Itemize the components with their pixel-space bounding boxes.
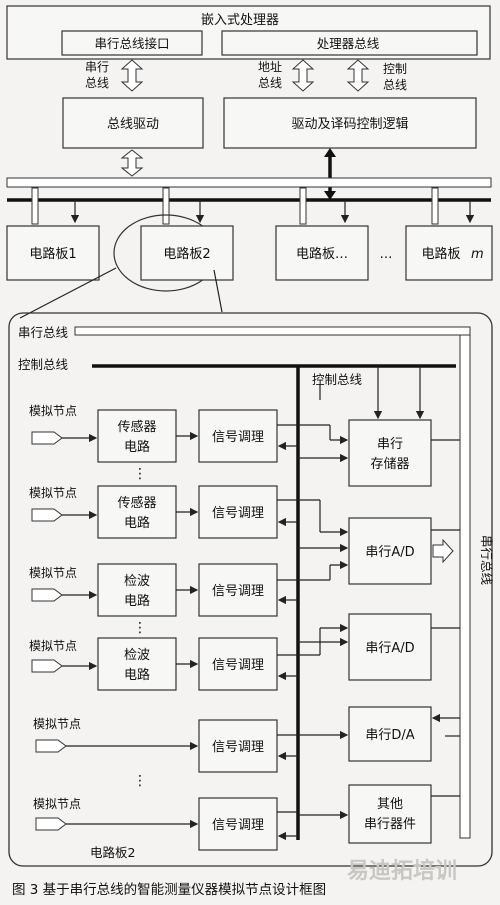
detect-circuit-2 [97, 637, 177, 691]
board-3 [275, 225, 369, 281]
signal-cond-6 [198, 797, 278, 851]
serial-bus-vertical-label: 串行总线 [479, 535, 494, 586]
signal-cond-5 [198, 719, 278, 773]
detect-2-label-1: 检波 [124, 648, 150, 663]
label-control-1: 控制 [383, 62, 407, 76]
processor-bus-label: 处理器总线 [317, 36, 380, 51]
analog-node-6: 模拟节点 [33, 797, 81, 811]
top-double-arrows [120, 59, 370, 92]
sensor-1-label-2: 电路 [124, 439, 150, 455]
watermark: 易迪拓培训 [347, 858, 457, 884]
detail-serial-bus-band [74, 326, 471, 336]
board-m [405, 225, 493, 281]
figure-caption: 图 3 基于串行总线的智能测量仪器模拟节点设计框图 [12, 881, 326, 898]
analog-node-1: 模拟节点 [29, 404, 77, 418]
board-connections [31, 187, 475, 225]
analog-node-2: 模拟节点 [29, 486, 77, 500]
serial-bus-vertical-text: 串行总线 [479, 535, 494, 586]
analog-node-6-pin [35, 817, 67, 831]
bus-driver-label: 总线驱动 [107, 117, 159, 132]
boards-ellipsis: … [380, 247, 393, 262]
analog-node-2-pin [31, 508, 63, 522]
analog-node-3-pin [31, 588, 63, 602]
board-1-label: 电路板1 [29, 246, 76, 262]
signal-cond-1 [198, 409, 278, 463]
serial-ad-label-2: 串行A/D [365, 641, 414, 656]
detail-board-label: 电路板2 [90, 845, 135, 860]
serial-interface-label: 串行总线接口 [94, 36, 169, 51]
sensor-circuit-1 [97, 409, 177, 463]
signal-cond-3 [198, 563, 278, 617]
decoder-block [223, 97, 477, 149]
analog-node-4-pin [31, 659, 63, 673]
signal-cond-4-label: 信号调理 [212, 658, 264, 673]
serial-da-block [348, 706, 432, 762]
dots-3: ⋮ [133, 773, 147, 789]
signal-outputs [277, 424, 349, 841]
label-serial-1: 串行 [85, 60, 109, 74]
board-2-label: 电路板2 [163, 246, 210, 262]
signal-cond-3-label: 信号调理 [212, 584, 264, 599]
serial-ad-block-1 [348, 517, 432, 585]
analog-node-3: 模拟节点 [29, 566, 77, 580]
detail-control-bus-inner-label: 控制总线 [312, 372, 363, 387]
top-serial-bus-band [6, 177, 492, 188]
serial-memory-label-2: 存储器 [370, 457, 409, 472]
detail-board-frame [8, 312, 493, 867]
board-m-prefix: 电路板 [421, 246, 460, 262]
left-rows: 模拟节点 传感器 电路 信号调理 ⋮ 模拟节点 传感器 电路 信号调理 模拟节点… [29, 404, 278, 851]
sensor-2-label-2: 电路 [124, 515, 150, 531]
analog-node-4: 模拟节点 [29, 639, 77, 653]
serial-ad-output-arrow [432, 538, 454, 564]
signal-cond-1-label: 信号调理 [212, 430, 264, 445]
detect-circuit-1 [97, 563, 177, 617]
label-control-2: 总线 [383, 78, 407, 92]
dots-2: ⋮ [133, 620, 147, 636]
control-feed-lines [373, 366, 425, 420]
serial-ad-label-1: 串行A/D [365, 545, 414, 560]
signal-cond-5-label: 信号调理 [212, 740, 264, 755]
label-serial-2: 总线 [85, 76, 109, 90]
driver-arrow [120, 149, 144, 177]
analog-node-1-pin [31, 431, 63, 445]
board-1 [6, 225, 100, 281]
embedded-processor: 嵌入式处理器 串行总线接口 处理器总线 [6, 5, 491, 60]
analog-node-5-pin [35, 739, 67, 753]
detail-serial-bus-vertical [459, 334, 471, 839]
label-address-2: 总线 [258, 76, 282, 90]
other-serial-label-1: 其他 [377, 797, 403, 812]
detect-1-label-1: 检波 [124, 574, 150, 589]
serial-memory-label-1: 串行 [377, 437, 403, 452]
detect-2-label-2: 电路 [124, 667, 150, 683]
board-3-label: 电路板… [296, 246, 348, 262]
signal-cond-6-label: 信号调理 [212, 818, 264, 833]
control-to-blocks [298, 384, 349, 820]
decoder-label: 驱动及译码控制逻辑 [291, 117, 408, 132]
serial-memory-block [348, 419, 432, 487]
label-address-1: 地址 [258, 60, 282, 74]
serial-ad-block-2 [348, 613, 432, 681]
right-bus-links [431, 439, 460, 797]
detect-1-label-2: 电路 [124, 593, 150, 609]
zoom-line-right [213, 269, 223, 313]
signal-cond-2 [198, 485, 278, 539]
other-serial-label-2: 串行器件 [364, 817, 416, 832]
sensor-1-label-1: 传感器 [117, 419, 156, 435]
processor-title: 嵌入式处理器 [201, 13, 279, 28]
signal-cond-2-label: 信号调理 [212, 506, 264, 521]
detail-control-bus-label: 控制总线 [18, 357, 69, 372]
serial-da-label: 串行D/A [365, 728, 414, 743]
dots-1: ⋮ [133, 466, 147, 482]
other-serial-block [348, 784, 432, 844]
zoom-line-left [19, 267, 117, 319]
sensor-2-label-1: 传感器 [117, 495, 156, 511]
bus-driver-block [62, 97, 204, 149]
board-2 [140, 225, 234, 281]
analog-node-5: 模拟节点 [33, 717, 81, 731]
detail-serial-bus-label: 串行总线 [18, 325, 69, 340]
board-m-suffix: m [471, 247, 484, 262]
signal-cond-4 [198, 637, 278, 691]
